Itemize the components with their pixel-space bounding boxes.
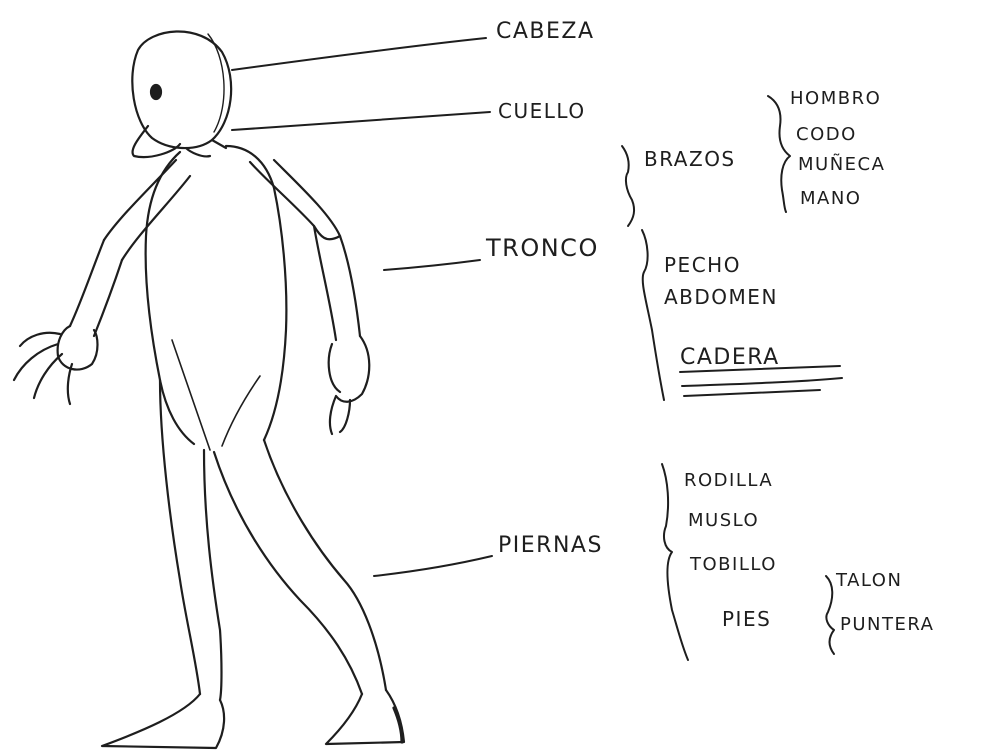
bracket-pies	[825, 575, 835, 655]
label-muslo: MUSLO	[688, 510, 759, 531]
figure-hand-right	[327, 334, 371, 436]
leader-lines	[231, 37, 493, 577]
label-tronco: TRONCO	[485, 234, 599, 262]
figure-head	[131, 30, 233, 150]
label-piernas: PIERNAS	[498, 533, 603, 558]
label-talon: TALON	[835, 570, 902, 591]
figure-torso-right	[224, 144, 288, 442]
label-pies: PIES	[722, 607, 771, 631]
label-rodilla: RODILLA	[684, 470, 773, 491]
figure-neck	[184, 138, 228, 158]
figure-forearm-right	[312, 224, 362, 342]
label-pecho: PECHO	[664, 253, 741, 277]
label-codo: CODO	[796, 124, 857, 145]
figure-torso-center	[171, 339, 261, 451]
label-muneca: MUÑECA	[798, 153, 885, 175]
bracket-tronco	[641, 229, 665, 401]
figure-forearm-left	[68, 238, 124, 338]
label-tobillo: TOBILLO	[689, 554, 777, 575]
figure-upper-arm-left	[102, 158, 192, 262]
label-cadera: CADERA	[680, 345, 780, 370]
label-cabeza: CABEZA	[496, 19, 595, 44]
bracket-brazos-parts	[767, 95, 791, 213]
figure-mouth	[131, 124, 182, 159]
figure-foot-left	[100, 692, 226, 750]
bracket-piernas	[661, 463, 689, 661]
label-brazos: BRAZOS	[644, 147, 736, 171]
figure-leg-right	[212, 438, 388, 696]
figure-foot-right-shade	[392, 706, 404, 744]
label-puntera: PUNTERA	[840, 614, 934, 635]
figure-upper-arm-right	[248, 158, 342, 241]
leader-line-cuello	[231, 111, 491, 131]
bracket-brazos	[621, 145, 636, 227]
leader-line-tronco	[383, 259, 481, 271]
figure-foot-right	[324, 688, 406, 746]
label-abdomen: ABDOMEN	[664, 285, 778, 309]
human-figure-sketch	[12, 30, 406, 750]
figure-leg-left	[158, 378, 223, 702]
figure-torso-left	[144, 150, 196, 446]
label-cuello: CUELLO	[498, 99, 586, 123]
label-hombro: HOMBRO	[790, 88, 881, 109]
cadera-underline-3	[683, 389, 821, 397]
leader-line-cabeza	[231, 37, 487, 71]
figure-eye	[149, 83, 163, 101]
leader-line-piernas	[373, 555, 493, 577]
label-mano: MANO	[800, 188, 861, 209]
cadera-underline-2	[681, 377, 843, 387]
figure-head-inner-line	[207, 33, 225, 133]
figure-hand-left	[12, 324, 99, 406]
labels: CABEZA CUELLO BRAZOS HOMBRO CODO MUÑECA …	[485, 19, 934, 635]
cadera-underline-1	[679, 365, 841, 373]
brackets	[621, 95, 843, 661]
